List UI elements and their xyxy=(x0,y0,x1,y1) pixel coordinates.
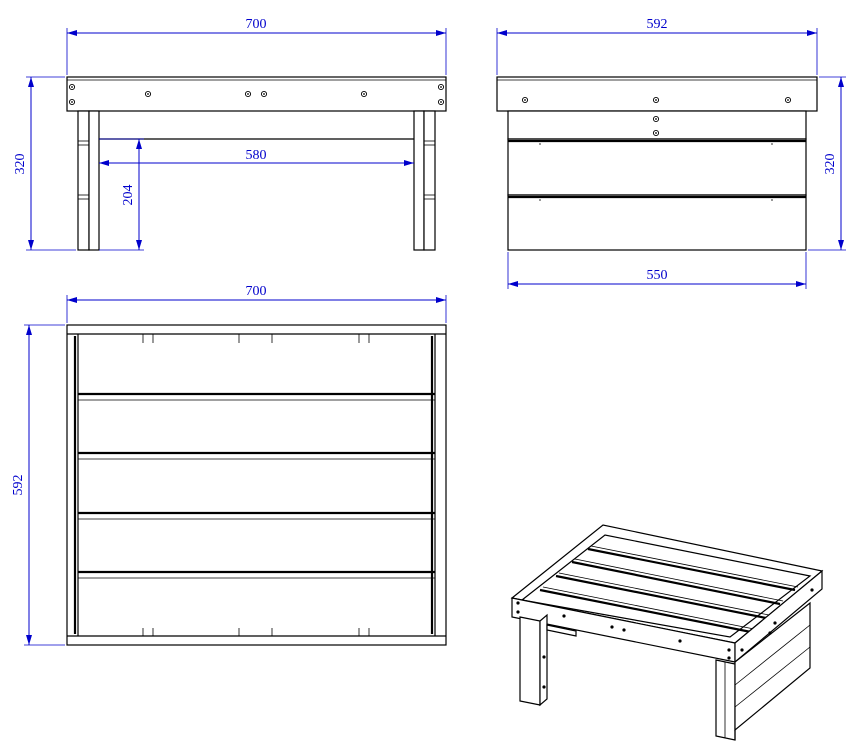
front-dim-leg-clearance: 204 xyxy=(99,138,144,251)
front-dim-height: 320 xyxy=(13,76,76,251)
side-dim-height: 320 xyxy=(808,76,846,251)
side-board-3 xyxy=(507,194,807,251)
side-screws xyxy=(521,96,792,137)
top-view: 700 592 xyxy=(11,284,447,646)
side-view: 592 320 550 xyxy=(496,17,846,289)
side-height-label: 320 xyxy=(823,154,838,175)
side-inner-depth-label: 550 xyxy=(647,268,668,283)
top-width-label: 700 xyxy=(246,284,267,299)
front-inner-width-label: 580 xyxy=(246,148,267,163)
side-dim-inner-depth: 550 xyxy=(507,252,807,289)
top-board-ticks xyxy=(142,334,370,636)
front-right-leg xyxy=(423,110,436,251)
iso-front-right-leg xyxy=(715,659,736,741)
front-width-label: 700 xyxy=(246,17,267,32)
top-dim-overall-depth: 592 xyxy=(11,324,65,646)
front-clearance-label: 204 xyxy=(121,185,136,206)
front-screws xyxy=(68,83,445,106)
iso-screws xyxy=(516,588,814,689)
top-outline xyxy=(66,324,447,646)
top-dim-overall-width: 700 xyxy=(66,284,447,323)
iso-side-boards xyxy=(734,601,811,732)
iso-slats xyxy=(539,545,799,634)
side-depth-label: 592 xyxy=(647,17,668,32)
front-dim-overall-width: 700 xyxy=(66,17,447,75)
front-left-leg-inner xyxy=(88,110,100,251)
top-slat-gaps xyxy=(78,392,435,579)
front-right-leg-inner xyxy=(413,110,425,251)
front-top-rail xyxy=(66,76,447,112)
front-left-leg xyxy=(77,110,90,251)
isometric-view xyxy=(510,524,824,741)
front-height-label: 320 xyxy=(13,154,28,175)
iso-front-left-leg xyxy=(519,616,541,706)
front-view: 700 320 580 204 xyxy=(13,17,447,251)
side-top-rail xyxy=(496,76,818,112)
iso-right-rail xyxy=(734,569,823,664)
side-board-2 xyxy=(507,138,807,196)
side-dim-overall-depth: 592 xyxy=(496,17,818,75)
top-depth-label: 592 xyxy=(11,475,26,496)
front-dim-inner-width: 580 xyxy=(99,148,414,166)
